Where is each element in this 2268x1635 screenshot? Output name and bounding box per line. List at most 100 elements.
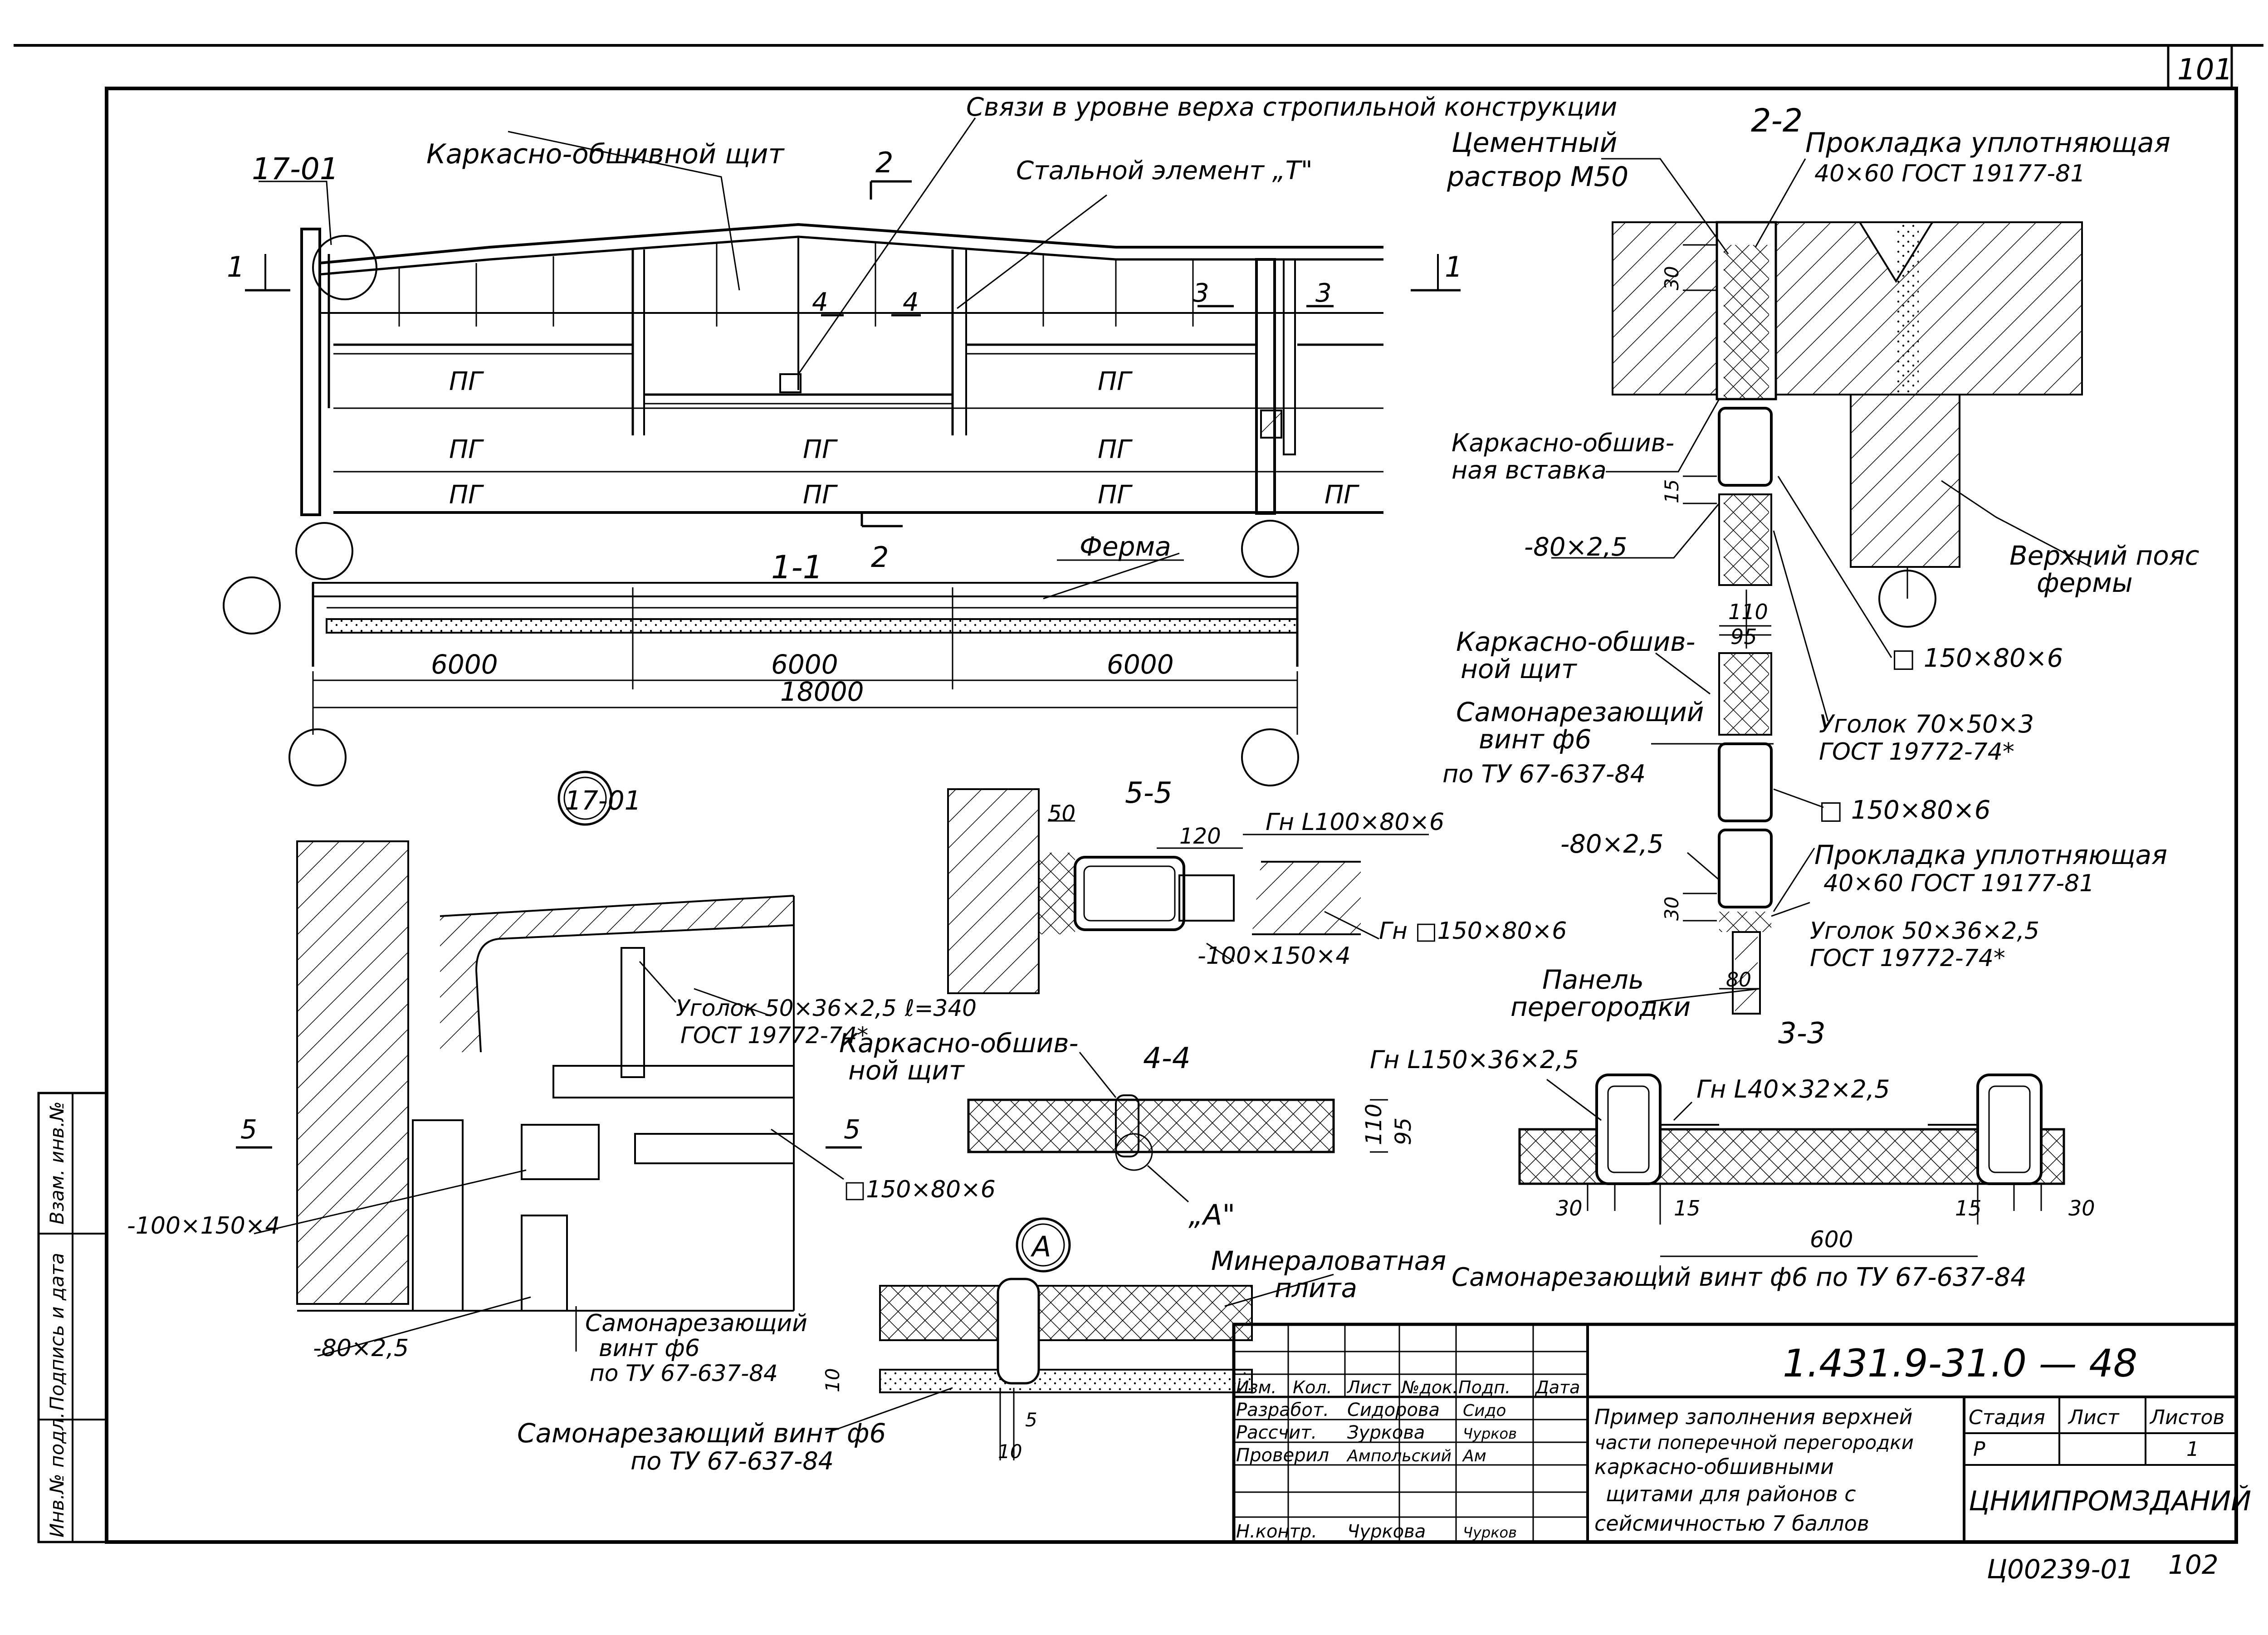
tb-header-izm: Изм. xyxy=(1236,1377,1276,1397)
dim-6000-1: 6000 xyxy=(431,649,498,680)
sec2-tube-label-2: □ 150×80×6 xyxy=(1819,796,1990,825)
tb-header-kol: Кол. xyxy=(1293,1377,1332,1397)
mineral-label-1: Минераловатная xyxy=(1211,1245,1446,1276)
sec3-dim-600: 600 xyxy=(1810,1226,1853,1253)
gasket-label-1: Прокладка уплотняющая xyxy=(1805,127,2170,159)
cement-label-1: Цементный xyxy=(1452,127,1617,159)
tb-name-checker: Ампольский xyxy=(1346,1447,1452,1465)
sec2-panel-label-2: ной щит xyxy=(1461,654,1578,684)
gasket-label-2: 40×60 ГОСТ 19177-81 xyxy=(1814,160,2085,187)
title-block xyxy=(1232,1323,2238,1544)
detail-a-screw-label-2: по ТУ 67-637-84 xyxy=(631,1447,834,1475)
mineral-label-2: плита xyxy=(1275,1273,1357,1303)
sec5-tube-label: Гн □150×80×6 xyxy=(1379,918,1567,945)
panel-code-6: ПГ xyxy=(1098,367,1133,396)
angle2-label-1: Уголок 50×36×2,5 xyxy=(1810,918,2039,945)
section-mark-5-right: 5 xyxy=(844,1114,860,1145)
node-17-01-mark: 17-01 xyxy=(565,785,641,816)
sec2-dim-110: 110 xyxy=(1728,600,1768,624)
node-screw-label-3: по ТУ 67-637-84 xyxy=(590,1360,778,1386)
tb-description-5: сейсмичностью 7 баллов xyxy=(1594,1511,1869,1536)
sec4-panel-label-2: ной щит xyxy=(848,1055,965,1086)
gasket2-label-2: 40×60 ГОСТ 19177-81 xyxy=(1823,870,2094,897)
tb-sign-calc: Чурков xyxy=(1463,1425,1517,1442)
panel-code-4: ПГ xyxy=(803,435,838,464)
detail-a-dim-10b: 10 xyxy=(998,1440,1022,1463)
sec3-dim-30a: 30 xyxy=(1556,1196,1583,1220)
node-angle-gost: ГОСТ 19772-74* xyxy=(680,1022,868,1049)
sec3-angle-big: Гн L150×36×2,5 xyxy=(1370,1045,1579,1074)
sheet-frame xyxy=(14,44,2263,1544)
angle1-label-2: ГОСТ 19772-74* xyxy=(1819,738,2014,766)
section-mark-4-right: 4 xyxy=(903,288,919,317)
detail-a-dim-10: 10 xyxy=(821,1368,844,1392)
tb-header-doc: №док. xyxy=(1401,1377,1458,1397)
panel-code-8: ПГ xyxy=(1098,480,1133,510)
panel-code-7: ПГ xyxy=(1098,435,1133,464)
sec2-dim-95: 95 xyxy=(1730,625,1757,649)
sec2-screw-label-3: по ТУ 67-637-84 xyxy=(1442,760,1646,788)
node-mark-17-01: 17-01 xyxy=(252,151,339,186)
tb-description-2: части поперечной перегородки xyxy=(1594,1431,1914,1454)
angle1-label-1: Уголок 70×50×3 xyxy=(1819,710,2034,738)
sec2-tube-label: □ 150×80×6 xyxy=(1892,644,2063,673)
tb-stage-value: Р xyxy=(1973,1438,1985,1461)
panel-code-5: ПГ xyxy=(803,480,838,510)
section-5-5-drawing xyxy=(947,788,1429,994)
sec3-screw-label: Самонарезающий винт ф6 по ТУ 67-637-84 xyxy=(1452,1263,2027,1292)
sec4-dim-110: 110 xyxy=(1361,1103,1387,1145)
chord-label-2: фермы xyxy=(2037,567,2133,598)
sec2-dim-30b: 30 xyxy=(1661,897,1683,921)
section-3-3-title: 3-3 xyxy=(1778,1017,1826,1050)
section-1-1-drawing xyxy=(223,552,1299,786)
tb-header-list: Лист xyxy=(1346,1377,1392,1397)
tb-sign-normcontrol: Чурков xyxy=(1463,1524,1517,1541)
node-17-01-drawing xyxy=(236,771,862,1357)
node-angle-label: Уголок 50×36×2,5 xyxy=(676,995,897,1021)
detail-a-screw-label-1: Самонарезающий винт ф6 xyxy=(517,1418,886,1449)
tb-description-3: каркасно-обшивными xyxy=(1594,1454,1834,1479)
sec2-dim-80: 80 xyxy=(1726,968,1751,991)
angle2-label-2: ГОСТ 19772-74* xyxy=(1810,945,2005,972)
section-mark-1-left: 1 xyxy=(227,250,244,283)
insert-label-2: ная вставка xyxy=(1452,456,1607,484)
truss-label: Ферма xyxy=(1080,531,1171,562)
tb-sign-checker: Ам xyxy=(1462,1447,1486,1465)
tb-role-developer: Разработ. xyxy=(1236,1400,1329,1420)
tb-sheets-label: Листов xyxy=(2149,1406,2224,1429)
sec2-panel-label-1: Каркасно-обшив- xyxy=(1456,626,1695,657)
dim-18000: 18000 xyxy=(780,676,864,707)
bottom-page-number: 102 xyxy=(2168,1549,2219,1580)
detail-a-reference: „А" xyxy=(1188,1198,1235,1231)
node-tube-label: □150×80×6 xyxy=(844,1176,996,1203)
panel-code-3: ПГ xyxy=(449,480,484,510)
sec2-screw-label-2: винт ф6 xyxy=(1479,724,1592,755)
tb-role-checker: Проверил xyxy=(1236,1445,1329,1466)
tb-organization: ЦНИИПРОМЗДАНИЙ xyxy=(1969,1485,2251,1517)
left-stamp xyxy=(37,1092,108,1543)
stamp-replacement-inv: Взам. инв.№ xyxy=(46,1101,68,1225)
panel-code-2: ПГ xyxy=(449,435,484,464)
section-mark-3-right: 3 xyxy=(1315,278,1332,308)
stamp-signature-date: Подпись и дата xyxy=(46,1253,68,1410)
section-4-4-title: 4-4 xyxy=(1143,1042,1191,1075)
gasket2-label-1: Прокладка уплотняющая xyxy=(1814,839,2167,870)
tb-name-calc: Зуркова xyxy=(1347,1422,1425,1443)
tb-name-developer: Сидорова xyxy=(1347,1400,1440,1420)
dim-6000-3: 6000 xyxy=(1107,649,1174,680)
stamp-inv-number: Инв.№ подл. xyxy=(46,1412,68,1537)
sec5-dim-120: 120 xyxy=(1179,824,1221,849)
cement-label-2: раствор М50 xyxy=(1447,161,1628,193)
tb-sign-developer: Сидо xyxy=(1463,1401,1506,1420)
sec5-dim-50: 50 xyxy=(1048,801,1075,826)
page-number: 101 xyxy=(2177,53,2233,87)
steel-element-label: Стальной элемент „Т" xyxy=(1016,156,1313,185)
sec3-dim-15b: 15 xyxy=(1955,1196,1982,1220)
partition-label-1: Панель xyxy=(1542,964,1644,995)
panel-code-1: ПГ xyxy=(449,367,484,396)
node-strip-label: -80×2,5 xyxy=(313,1335,409,1362)
node-plate-label: -100×150×4 xyxy=(127,1212,280,1240)
section-4-4-drawing xyxy=(967,1052,1388,1203)
sec2-screw-label-1: Самонарезающий xyxy=(1456,697,1704,727)
